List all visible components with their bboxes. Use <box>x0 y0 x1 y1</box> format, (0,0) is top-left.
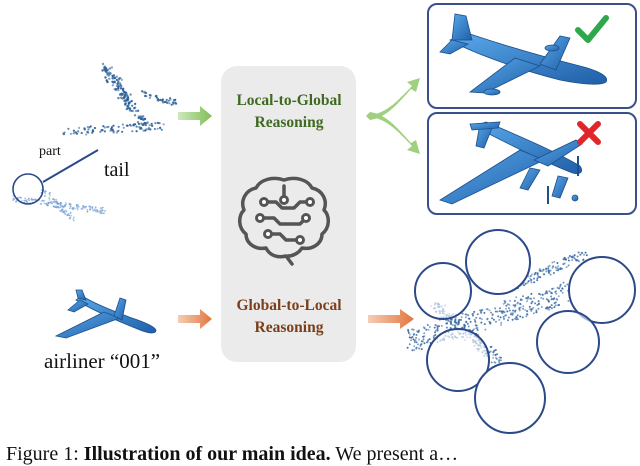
caption-bold: Illustration of our main idea. <box>83 443 331 465</box>
part-connector-line <box>42 149 99 183</box>
global-to-local-label: Global-to-Local Reasoning <box>236 297 342 336</box>
part-circles <box>414 229 636 434</box>
caption-rest: We present a… <box>335 443 459 465</box>
orange-arrow-left <box>178 309 212 329</box>
part-circle-wing-points <box>426 328 490 392</box>
brain-circuit-icon <box>238 176 330 266</box>
caption-prefix: Figure 1: <box>6 443 79 465</box>
airliner-mesh-001 <box>54 289 157 339</box>
cross-icon <box>577 121 601 145</box>
local-to-global-label: Local-to-Global Reasoning <box>236 92 342 131</box>
green-arrow-left <box>178 106 212 126</box>
part-circle-body <box>536 310 600 374</box>
part-label: part <box>39 144 61 159</box>
figure-canvas <box>12 3 637 434</box>
airliner-label: airliner “001” <box>44 349 161 373</box>
part-highlight-circle <box>12 173 44 205</box>
airliner-point-cloud-small <box>12 188 106 222</box>
part-circle-engine <box>568 256 636 324</box>
figure-caption: Figure 1: Illustration of our main idea.… <box>6 443 458 466</box>
green-arrow-branch-down <box>366 112 420 154</box>
reasoning-panel <box>221 66 356 362</box>
part-circle-wing-mesh <box>474 362 546 434</box>
part-circle-tail-mesh <box>465 229 531 295</box>
orange-arrow-right <box>368 309 414 329</box>
part-circle-tail <box>414 262 472 320</box>
check-icon <box>575 15 609 43</box>
airliner-mesh-correct <box>439 13 608 96</box>
tail-label: tail <box>104 159 130 181</box>
tail-point-cloud <box>62 62 178 136</box>
